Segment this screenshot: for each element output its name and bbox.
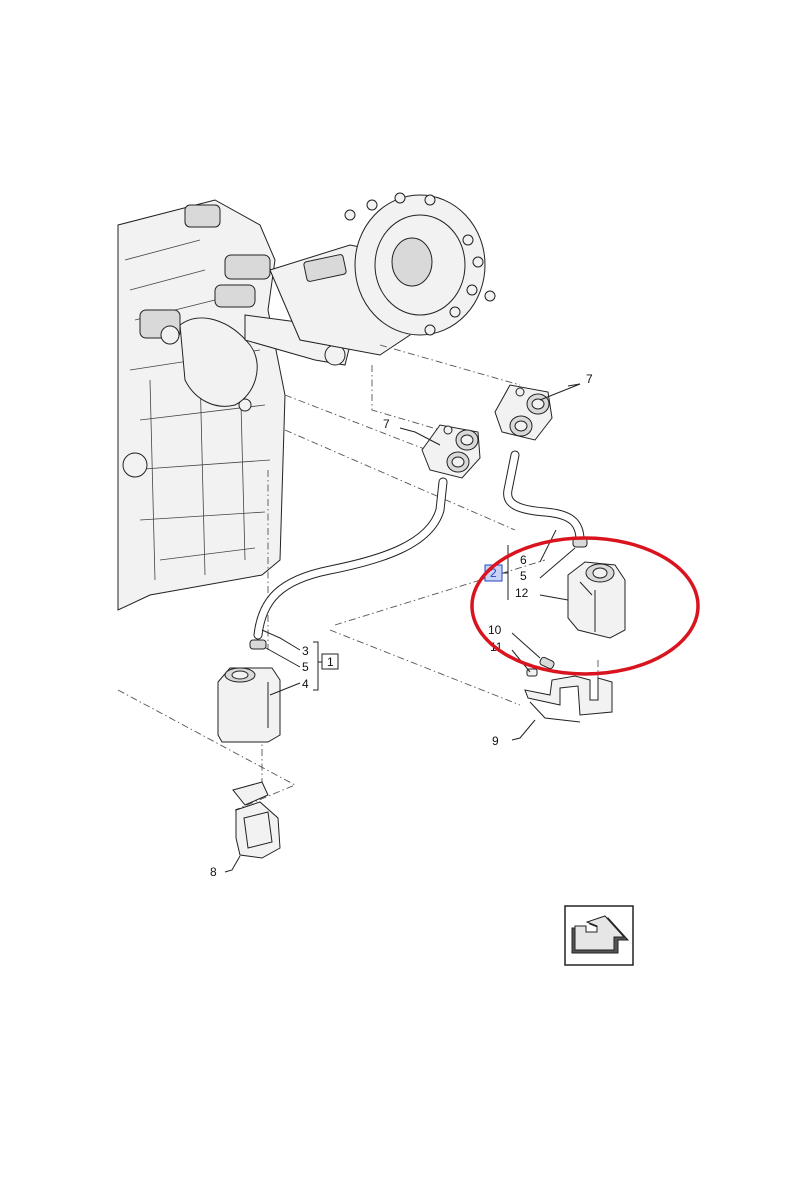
callout-3: 3: [302, 644, 309, 658]
callout-4: 4: [302, 677, 309, 691]
return-arrow-icon[interactable]: [564, 905, 634, 966]
hose-left: [253, 477, 448, 640]
callout-8: 8: [210, 865, 217, 879]
callout-10: 10: [488, 623, 502, 637]
callout-6: 6: [520, 553, 527, 567]
rear-axle-housing: [269, 192, 496, 356]
coupler-right: [494, 384, 553, 441]
ref-box-2-label: 2: [490, 566, 497, 580]
bracket-9: [524, 675, 613, 723]
callout-5-left: 5: [302, 660, 309, 674]
callout-5-right: 5: [520, 569, 527, 583]
solenoid-valve-right: [567, 561, 626, 639]
ref-box-1-label: 1: [327, 655, 334, 669]
bracket-8: [232, 781, 281, 859]
assembly-leader-lines: [117, 344, 599, 811]
fitting-10: [539, 656, 555, 670]
callout-12: 12: [515, 586, 529, 600]
callout-7-right: 7: [586, 372, 593, 386]
callout-leaders: [224, 383, 581, 873]
callout-9: 9: [492, 734, 499, 748]
highlight-circle: [470, 536, 700, 676]
clamp-left: [249, 639, 267, 650]
callout-7-left: 7: [383, 417, 390, 431]
hose-right: [503, 450, 585, 545]
transmission-housing: [117, 199, 351, 611]
ref-box-1: [321, 653, 339, 670]
coupler-left: [421, 424, 481, 479]
solenoid-valve-left: [217, 667, 281, 743]
